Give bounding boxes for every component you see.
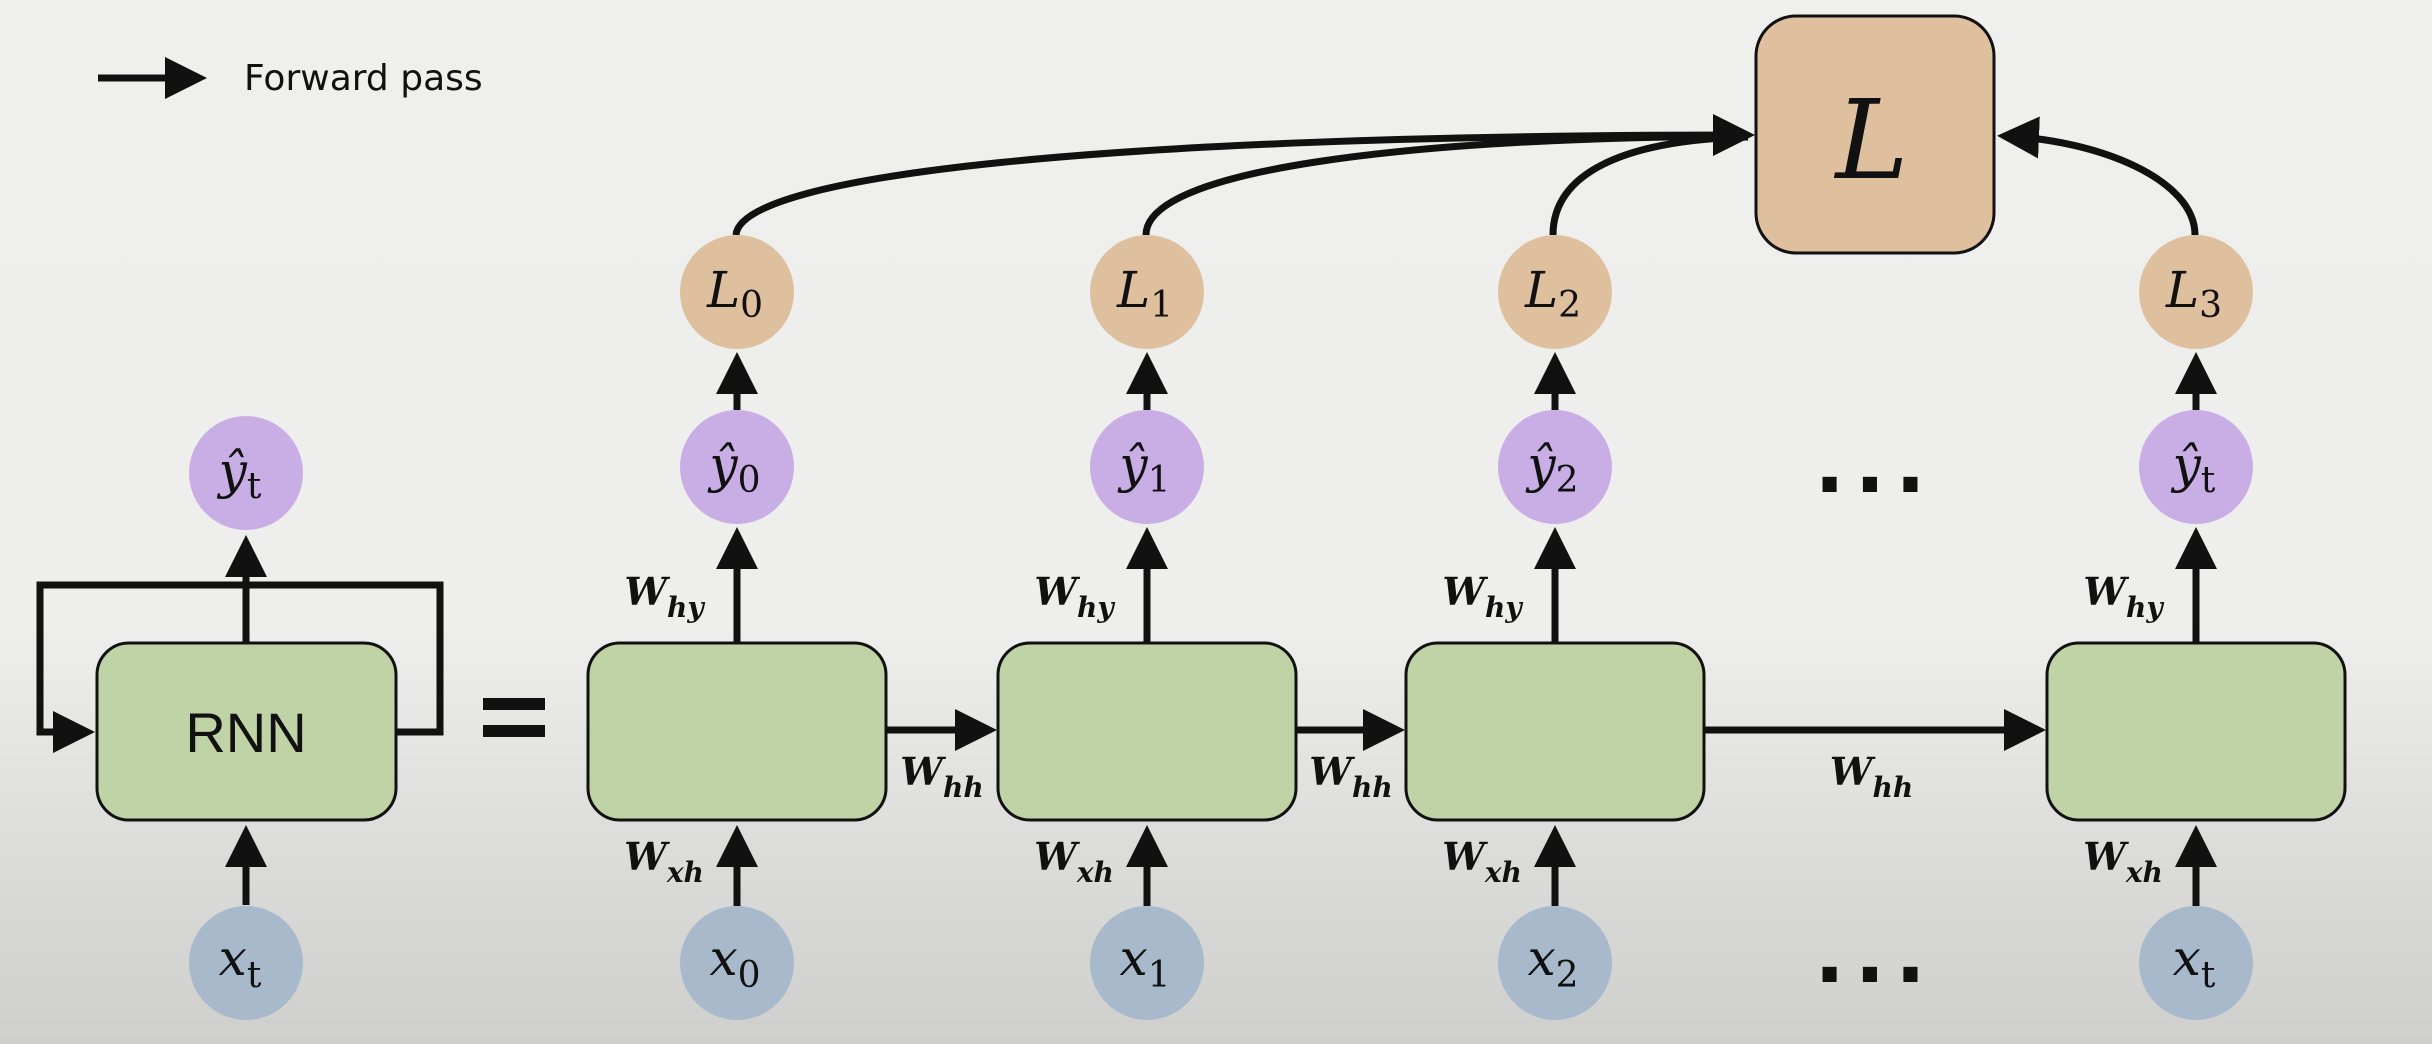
folded-rnn: RNN ŷt xt xyxy=(36,416,444,1020)
hidden-state-cell xyxy=(2045,641,2347,822)
hidden-state-cell xyxy=(1404,641,1706,822)
input-label: xt xyxy=(2173,929,2216,996)
hidden-state-cell xyxy=(586,641,888,822)
ellipsis-input-row: ... xyxy=(1814,908,1935,1001)
loss-curve-1 xyxy=(1142,132,1749,236)
loss-node xyxy=(680,235,794,349)
recurrence-loop-arrow xyxy=(36,581,444,753)
rnn-cell-label: RNN xyxy=(185,701,306,764)
equals-sign xyxy=(483,698,545,737)
output-node xyxy=(2139,410,2253,524)
output-node xyxy=(680,410,794,524)
w-hy-label: Why xyxy=(1442,569,1523,624)
ellipsis-bottom: ... xyxy=(1814,908,1935,1001)
loss-label: L0 xyxy=(706,261,763,326)
loss-node xyxy=(1498,235,1612,349)
legend-label: Forward pass xyxy=(244,58,483,99)
w-hh-label: Whh xyxy=(1309,749,1392,804)
hidden-state-cell xyxy=(996,641,1298,822)
ellipsis-top: ... xyxy=(1814,418,1935,511)
w-xh-label: Wxh xyxy=(1034,834,1114,889)
loss-label: L3 xyxy=(2165,261,2222,326)
total-loss-label: L xyxy=(1833,76,1908,204)
total-loss: L xyxy=(1754,14,1996,255)
output-node xyxy=(1498,410,1612,524)
folded-output-node xyxy=(189,416,303,530)
w-xh-label: Wxh xyxy=(624,834,704,889)
input-label: x0 xyxy=(709,929,760,996)
total-loss-box xyxy=(1754,14,1996,255)
w-hy-label: Why xyxy=(1034,569,1115,624)
loss-curve-2 xyxy=(1549,133,1749,236)
input-label: x1 xyxy=(1119,929,1170,996)
w-xh-label: Wxh xyxy=(1442,834,1522,889)
w-hy-label: Why xyxy=(624,569,705,624)
loss-node xyxy=(1090,235,1204,349)
loss-curve-3 xyxy=(1997,116,2199,236)
output-node xyxy=(1090,410,1204,524)
w-hy-label: Why xyxy=(2083,569,2164,624)
folded-input-node xyxy=(189,906,303,1020)
output-label: ŷ2 xyxy=(1525,436,1578,501)
loss-curve-0 xyxy=(732,114,1755,236)
w-hh-label: Whh xyxy=(900,749,983,804)
input-node xyxy=(1090,906,1204,1020)
loss-label: L1 xyxy=(1116,261,1173,326)
w-xh-label: Wxh xyxy=(2083,834,2163,889)
output-label: ŷ1 xyxy=(1117,436,1170,501)
loss-curves xyxy=(732,114,2199,236)
input-node xyxy=(2139,906,2253,1020)
output-label: ŷ0 xyxy=(707,436,760,501)
legend: Forward pass xyxy=(98,57,483,99)
loss-label: L2 xyxy=(1524,261,1581,326)
folded-input-label: xt xyxy=(219,929,262,996)
loss-node xyxy=(2139,235,2253,349)
input-node xyxy=(680,906,794,1020)
folded-output-label: ŷt xyxy=(217,442,262,507)
input-label: x2 xyxy=(1527,929,1578,996)
input-node xyxy=(1498,906,1612,1020)
unrolled-timesteps: L0ŷ0x0WhyWxhWhhL1ŷ1x1WhyWxhWhhL2ŷ2x2WhyW… xyxy=(586,235,2347,1020)
ellipsis-output-row: ... xyxy=(1814,418,1935,511)
output-label: ŷt xyxy=(2171,436,2216,501)
w-hh-label: Whh xyxy=(1830,749,1913,804)
rnn-cell xyxy=(95,641,398,822)
